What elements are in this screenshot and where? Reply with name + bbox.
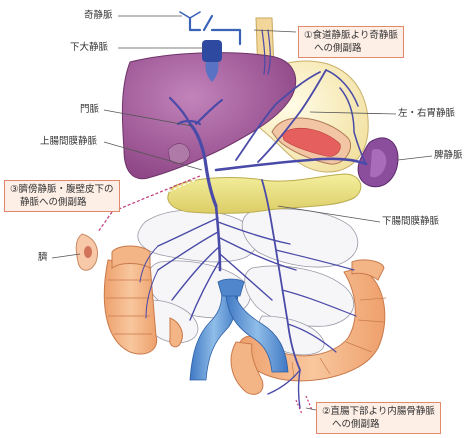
callout-number: ① [304, 30, 313, 41]
callout-esophageal: ①食道静脈より奇静脈 への側副路 [298, 26, 404, 58]
label-portal-vein: 門脈 [80, 104, 99, 115]
label-umbilicus: 臍 [38, 252, 48, 263]
callout-paraumbilical: ③臍傍静脈・腹壁皮下の 静脈への側副路 [4, 180, 120, 212]
callout-number: ② [322, 406, 331, 417]
label-ivc: 下大静脈 [70, 42, 108, 53]
callout-number: ③ [10, 184, 19, 195]
label-smv: 上腸間膜静脈 [40, 136, 97, 147]
label-splenic-vein: 脾静脈 [434, 150, 463, 161]
callout-line: への側副路 [322, 418, 435, 431]
callout-line: 食道静脈より奇静脈 [313, 30, 398, 41]
callout-line: 直腸下部より内腸骨静脈 [331, 406, 435, 417]
pancreas [168, 174, 361, 213]
callout-line: 静脈への側副路 [10, 196, 114, 209]
callout-line: 臍傍静脈・腹壁皮下の [19, 184, 114, 195]
umbilicus-shape [76, 234, 97, 270]
label-azygos-vein: 奇静脈 [84, 10, 113, 21]
label-gastric-veins: 左・右胃静脈 [398, 108, 455, 119]
callout-line: への側副路 [304, 42, 398, 55]
label-imv: 下腸間膜静脈 [382, 216, 439, 227]
callout-rectal: ②直腸下部より内腸骨静脈 への側副路 [316, 402, 441, 434]
